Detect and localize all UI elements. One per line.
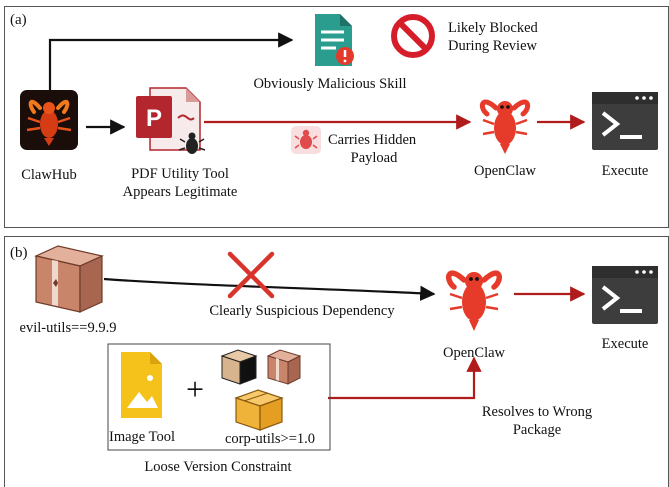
resolves-label-line2: Package [512,422,562,438]
execute-label-a: Execute [601,163,649,179]
panel-b [4,236,669,487]
image-tool-icon [121,352,162,418]
terminal-icon-a [592,92,658,150]
pdf-icon: P [136,87,206,154]
loose-constraint-box [107,343,331,451]
panel-a-label: (a) [10,12,27,28]
execute-label-b: Execute [601,336,649,352]
blocked-label-line2: During Review [448,38,537,54]
loose-constraint-label: Loose Version Constraint [144,459,292,475]
hidden-payload-bug-icon [291,126,321,154]
resolves-label-line1: Resolves to Wrong [481,404,593,420]
hidden-payload-label-line1: Carries Hidden [328,132,417,148]
openclaw-label-b: OpenClaw [442,345,506,361]
suspicious-dependency-label: Clearly Suspicious Dependency [209,303,395,319]
plus-sign: + [186,371,205,407]
evil-utils-package-icon [34,245,104,313]
terminal-icon-b [592,266,658,324]
cross-icon [227,251,275,299]
malicious-skill-label: Obviously Malicious Skill [253,76,407,92]
clawhub-label: ClawHub [21,167,77,183]
clawhub-logo-icon [20,90,78,150]
openclaw-label-a: OpenClaw [473,163,537,179]
pdf-tool-label-line1: PDF Utility Tool [131,166,229,182]
blocked-icon [391,14,435,58]
image-tool-label: Image Tool [109,429,175,445]
corp-utils-label: corp-utils>=1.0 [224,431,316,447]
panel-b-label: (b) [10,245,28,261]
package-cluster-icon [220,349,302,431]
malicious-document-icon [315,14,354,66]
arrow-clawhub-to-malicious [48,32,294,90]
evil-utils-label: evil-utils==9.9.9 [19,320,117,336]
hidden-payload-label-line2: Payload [350,150,398,166]
openclaw-lobster-icon-a [479,99,531,154]
openclaw-lobster-icon-b [446,270,502,331]
arrow-corp-to-openclaw [328,356,482,400]
blocked-label-line1: Likely Blocked [448,20,538,36]
pdf-tool-label-line2: Appears Legitimate [122,184,238,200]
svg-text:P: P [146,105,162,132]
